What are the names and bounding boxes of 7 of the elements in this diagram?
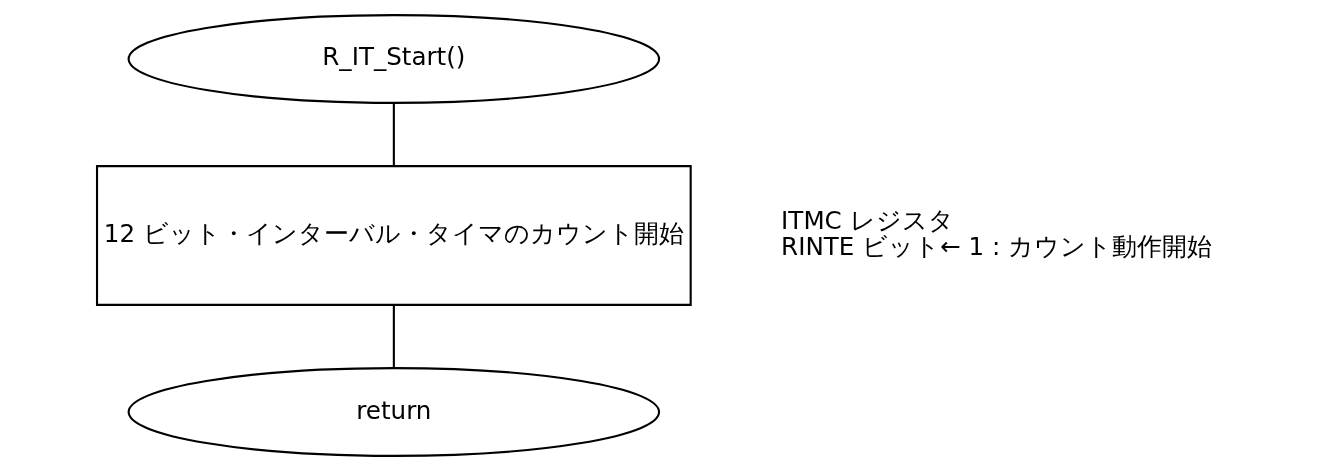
node-ellipse: R_IT_Start() [127,14,661,104]
node-label: ITMC レジスタ [781,205,954,235]
connector [392,305,395,368]
node-label: RINTE ビット← 1 : カウント動作開始 [781,232,1213,262]
node-ellipse: return [127,367,661,457]
connector [392,103,395,166]
node-box: 12 ビット・インターバル・タイマのカウント開始 [95,165,692,306]
